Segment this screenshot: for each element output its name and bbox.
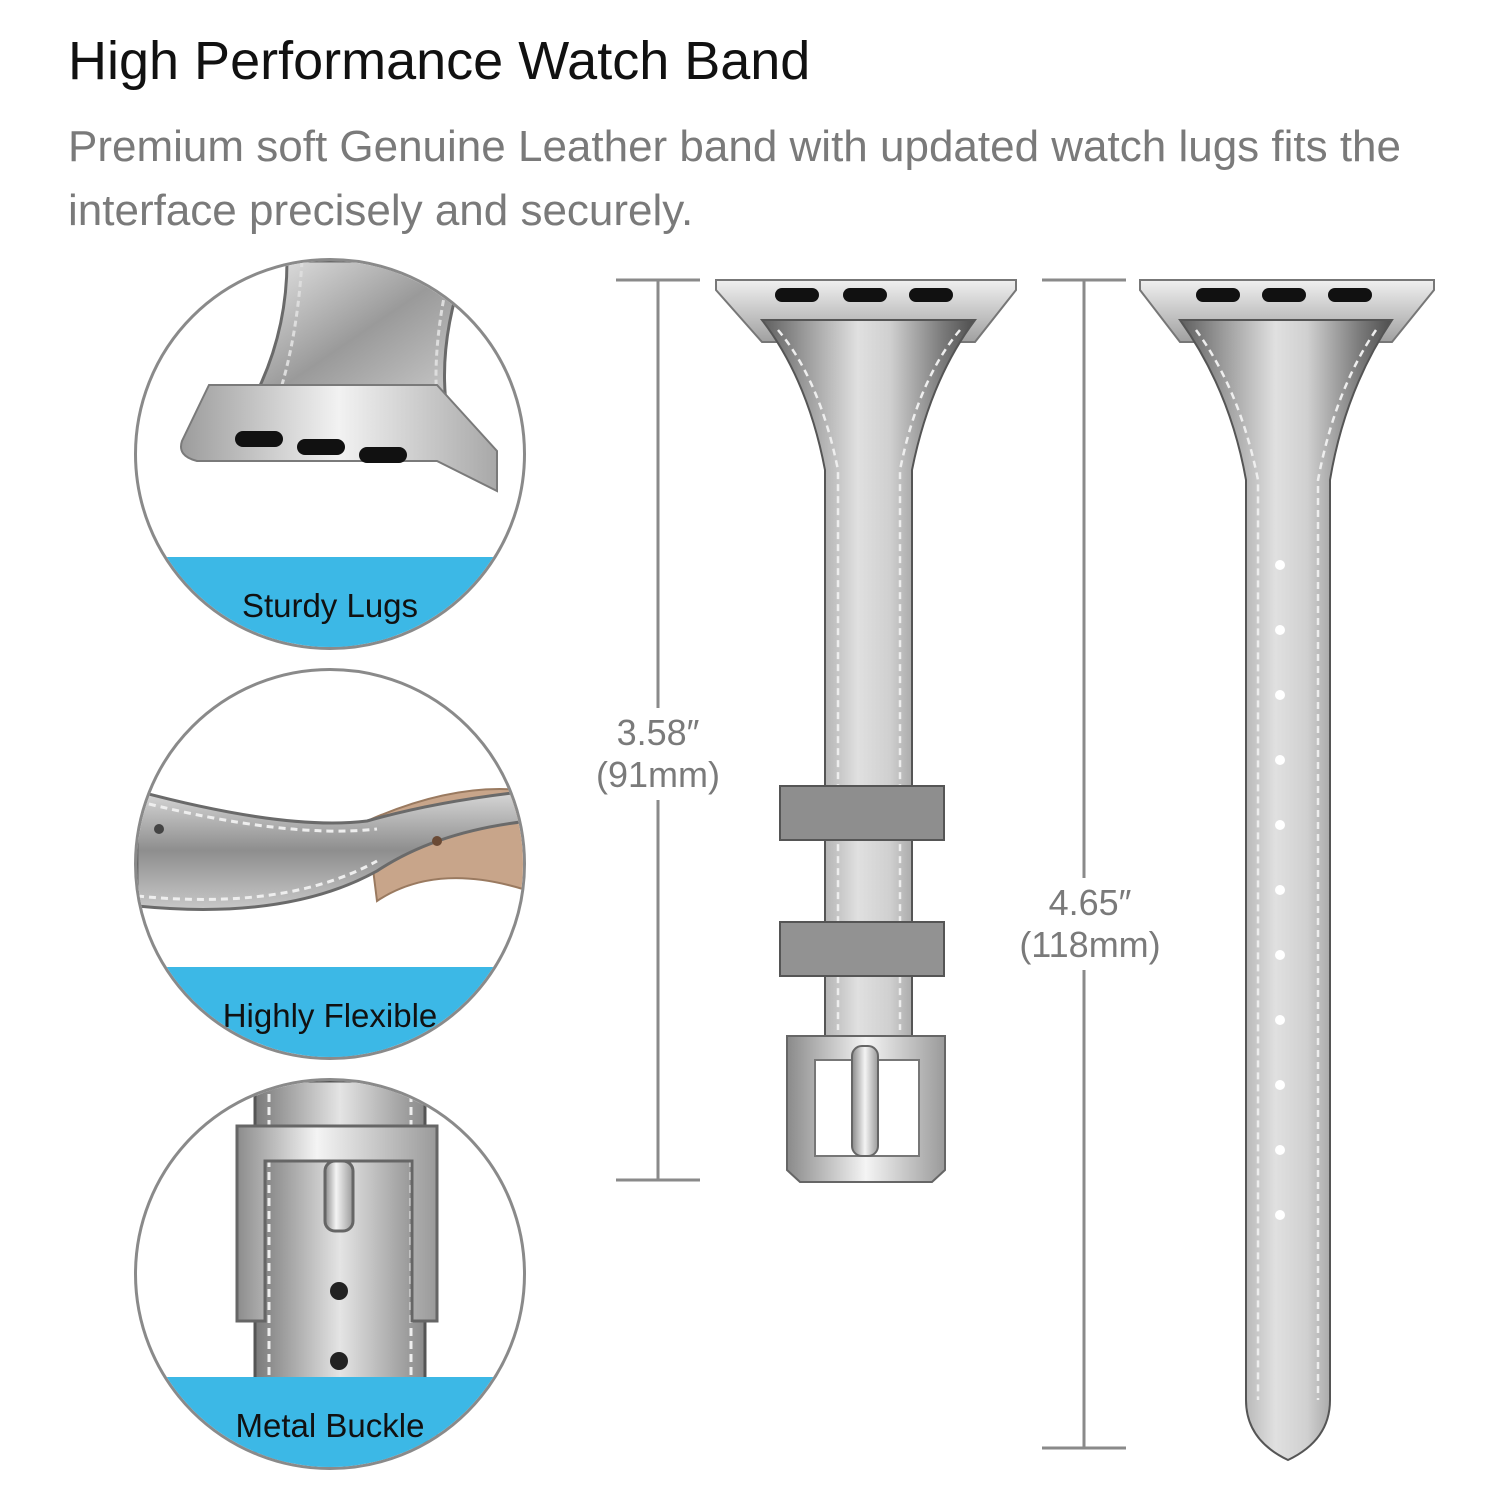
long-band-inches: 4.65″	[1048, 882, 1132, 923]
page-title: High Performance Watch Band	[68, 31, 811, 91]
long-band-length: 4.65″ (118mm)	[1000, 878, 1180, 970]
lug-closeup-icon	[180, 261, 498, 493]
page-subtitle: Premium soft Genuine Leather band with u…	[68, 122, 1401, 235]
short-band-length: 3.58″ (91mm)	[578, 708, 738, 800]
feature-highly-flexible: Highly Flexible	[134, 668, 526, 1060]
long-band-illustration	[1139, 279, 1435, 1462]
flexible-band-icon	[137, 788, 523, 911]
short-band-inches: 3.58″	[616, 712, 700, 753]
feature-metal-buckle: Metal Buckle	[134, 1078, 526, 1470]
long-band-dimension-line	[1042, 278, 1126, 1450]
short-band-illustration	[715, 279, 1017, 1183]
feature-label: Highly Flexible	[222, 997, 438, 1034]
short-band-mm: (91mm)	[596, 754, 720, 795]
feature-label: Metal Buckle	[235, 1407, 425, 1444]
feature-sturdy-lugs: Sturdy Lugs	[134, 258, 526, 650]
feature-label: Sturdy Lugs	[241, 587, 419, 624]
feature-band-bg	[137, 557, 523, 647]
feature-band-bg	[137, 967, 523, 1057]
feature-band-bg	[137, 1377, 523, 1467]
long-band-mm: (118mm)	[1019, 924, 1161, 965]
